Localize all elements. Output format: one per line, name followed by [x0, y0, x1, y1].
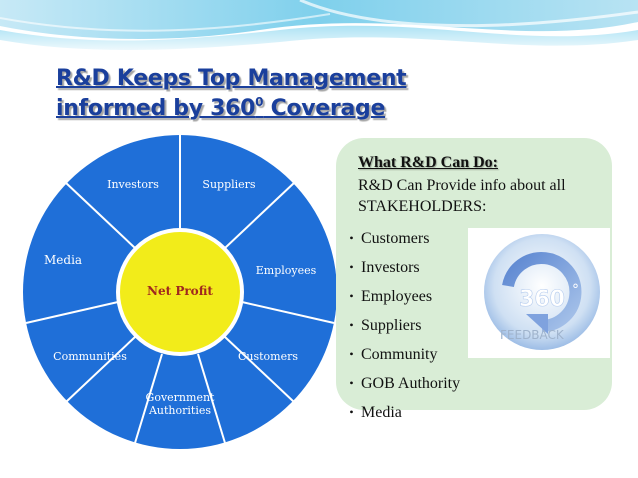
list-item: • Employees — [346, 282, 460, 311]
wheel-dividers — [25, 135, 335, 444]
list-item-label: Media — [361, 404, 402, 421]
title-line-1: R&D Keeps Top Management — [56, 66, 407, 91]
divider-right — [241, 301, 335, 324]
list-item: • Media — [346, 398, 460, 427]
list-item-label: Employees — [361, 288, 433, 305]
bullet-icon: • — [349, 376, 354, 390]
divider-upper-left — [64, 181, 136, 249]
bullet-icon: • — [349, 231, 354, 245]
panel-intro: R&D Can Provide info about all STAKEHOLD… — [358, 177, 566, 215]
list-item: • Community — [346, 340, 460, 369]
net-profit-center — [120, 232, 240, 352]
title-line-2: informed by 3600 Coverage — [56, 94, 406, 124]
list-item-label: GOB Authority — [361, 375, 461, 392]
segment-label-media: Media — [44, 253, 82, 267]
divider-bottom-right — [197, 353, 226, 444]
title-superscript: 0 — [255, 95, 264, 109]
stakeholder-list: • Customers • Investors • Employees • Su… — [346, 224, 460, 427]
divider-lower-right — [224, 336, 295, 403]
bullet-icon: • — [349, 318, 354, 332]
list-item: • Suppliers — [346, 311, 460, 340]
badge-degree: ° — [572, 282, 579, 298]
list-item: • Investors — [346, 253, 460, 282]
title-line-2-prefix: informed by 360 — [56, 96, 256, 121]
list-item: • Customers — [346, 224, 460, 253]
bullet-icon: • — [349, 347, 354, 361]
segment-label-investors: Investors — [107, 178, 159, 191]
bullet-icon: • — [349, 405, 354, 419]
divider-bottom-left — [134, 353, 163, 444]
stakeholder-wheel: Net Profit Investors Suppliers Employees… — [23, 135, 337, 449]
list-item-label: Customers — [361, 230, 430, 247]
header-wave-banner — [0, 0, 638, 50]
slide-title: R&D Keeps Top Management informed by 360… — [56, 64, 407, 124]
badge-label: FEEDBACK — [500, 328, 565, 342]
badge-number: 360 — [519, 287, 565, 312]
badge-disc — [484, 234, 600, 350]
divider-upper-right — [224, 181, 296, 249]
circular-arrow-icon: 360 ° FEEDBACK — [484, 234, 600, 350]
segment-label-suppliers: Suppliers — [202, 178, 256, 191]
divider-left — [25, 301, 119, 324]
bullet-icon: • — [349, 260, 354, 274]
badge-arrow-arc — [502, 252, 582, 332]
feedback-360-badge: 360 ° FEEDBACK — [468, 228, 610, 358]
title-line-2-suffix: Coverage — [263, 96, 386, 121]
panel-heading: What R&D Can Do: — [358, 154, 498, 171]
segment-label-customers: Customers — [238, 350, 298, 363]
list-item: • GOB Authority — [346, 369, 460, 398]
divider-lower-left — [65, 336, 136, 403]
segment-label-employees: Employees — [256, 264, 317, 277]
list-item-label: Investors — [361, 259, 420, 276]
badge-arrow-head — [526, 314, 548, 334]
segment-label-authorities: Authorities — [148, 404, 211, 417]
segment-label-government: Government — [146, 391, 216, 404]
list-item-label: Suppliers — [361, 317, 422, 334]
list-item-label: Community — [361, 346, 438, 363]
center-label: Net Profit — [147, 284, 213, 298]
bullet-icon: • — [349, 289, 354, 303]
segment-label-communities: Communities — [53, 350, 127, 363]
